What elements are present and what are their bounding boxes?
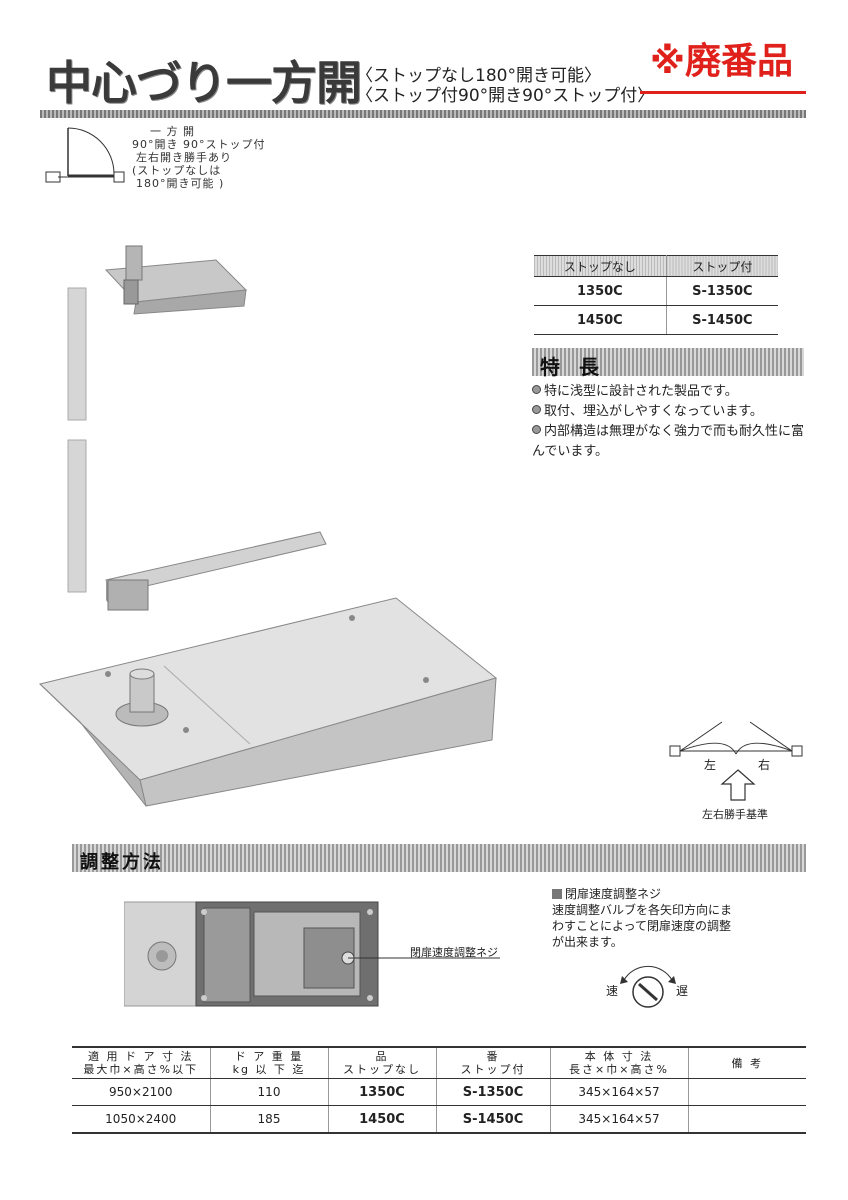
handing-right-label: 右 xyxy=(758,758,771,772)
note-line-5: 180°開き可能 ) xyxy=(136,177,225,190)
model-cell: 1350C xyxy=(534,276,667,306)
door-swing-icon xyxy=(45,127,125,183)
spec-header-body-size: 本 体 寸 法長さ×巾×高さ% xyxy=(549,1047,688,1079)
list-item: 特に浅型に設計された製品です。 xyxy=(532,382,812,402)
table-row: 950×2100 110 1350C S-1350C 345×164×57 xyxy=(72,1078,806,1106)
spec-header-remarks: 備 考 xyxy=(687,1047,806,1079)
list-item: 内部構造は無理がなく強力で而も耐久性に富 xyxy=(532,422,812,442)
note-line-4: (ストップなしは xyxy=(132,164,222,177)
spec-cell: 1050×2400 xyxy=(72,1105,210,1134)
handing-diagram xyxy=(669,721,803,757)
bullet-icon xyxy=(532,425,541,434)
features-band xyxy=(532,348,804,376)
table-row: 1050×2400 185 1450C S-1450C 345×164×57 xyxy=(72,1105,806,1134)
obsolete-underline xyxy=(640,91,806,94)
callout-leader xyxy=(348,957,500,959)
handing-left-label: 左 xyxy=(704,758,717,772)
adjustment-description: 閉扉速度調整ネジ 速度調整バルブを各矢印方向にま わすことによって閉扉速度の調整… xyxy=(552,887,733,949)
header-band xyxy=(40,110,806,118)
spec-cell: 345×164×57 xyxy=(549,1078,688,1106)
model-header-no-stop: ストップなし xyxy=(534,255,667,277)
obsolete-badge: ※廃番品 xyxy=(650,41,793,82)
features-list: 特に浅型に設計された製品です。 取付、埋込がしやすくなっています。 内部構造は無… xyxy=(532,382,812,462)
adjustment-band xyxy=(72,844,806,872)
spec-cell: 345×164×57 xyxy=(549,1105,688,1134)
page-title: 中心づり一方開 xyxy=(46,56,362,110)
spec-cell: 950×2100 xyxy=(72,1078,210,1106)
spec-header-door-size: 適 用 ド ア 寸 法最大巾×高さ%以下 xyxy=(72,1047,210,1079)
spec-header-with-stop: 番ストップ付 xyxy=(435,1047,550,1079)
spec-cell: S-1450C xyxy=(435,1105,550,1134)
adjustment-photo xyxy=(124,901,379,1007)
adjustment-heading: 調整方法 xyxy=(80,852,164,873)
adjustment-callout: 閉扉速度調整ネジ xyxy=(410,946,498,959)
spec-cell: 1350C xyxy=(327,1078,436,1106)
valve-dial-icon xyxy=(620,965,676,1008)
model-cell: 1450C xyxy=(534,305,667,335)
note-line-1: 一 方 開 xyxy=(150,125,195,138)
table-row: 1350C S-1350C xyxy=(534,276,778,306)
features-heading: 特 長 xyxy=(540,355,605,379)
arrow-up-icon xyxy=(720,769,756,801)
spec-cell xyxy=(687,1105,806,1134)
spec-header-no-stop: 品ストップなし xyxy=(327,1047,436,1079)
subtitle-with-stop: 〈ストップ付90°開き90°ストップ付〉 xyxy=(356,86,655,106)
model-header-with-stop: ストップ付 xyxy=(665,255,778,277)
bullet-icon xyxy=(532,385,541,394)
handing-caption: 左右勝手基準 xyxy=(702,808,768,821)
note-line-2: 90°開き 90°ストップ付 xyxy=(132,138,266,151)
note-line-3: 左右開き勝手あり xyxy=(136,151,232,164)
spec-cell: 110 xyxy=(209,1078,328,1106)
list-item: んでいます。 xyxy=(532,444,609,459)
table-row: 1450C S-1450C xyxy=(534,305,778,335)
model-table: ストップなし ストップ付 1350C S-1350C 1450C S-1450C xyxy=(534,255,778,335)
fast-label: 速 xyxy=(606,984,619,998)
list-item: 取付、埋込がしやすくなっています。 xyxy=(532,402,812,422)
spec-cell: 1450C xyxy=(327,1105,436,1134)
slow-label: 遅 xyxy=(676,984,689,998)
spec-cell: 185 xyxy=(209,1105,328,1134)
product-photo xyxy=(38,245,498,807)
subtitle-no-stop: 〈ストップなし180°開き可能〉 xyxy=(356,66,601,86)
spec-cell: S-1350C xyxy=(435,1078,550,1106)
square-bullet-icon xyxy=(552,889,562,899)
bullet-icon xyxy=(532,405,541,414)
model-cell: S-1450C xyxy=(665,305,778,335)
model-cell: S-1350C xyxy=(665,276,778,306)
spec-cell xyxy=(687,1078,806,1106)
